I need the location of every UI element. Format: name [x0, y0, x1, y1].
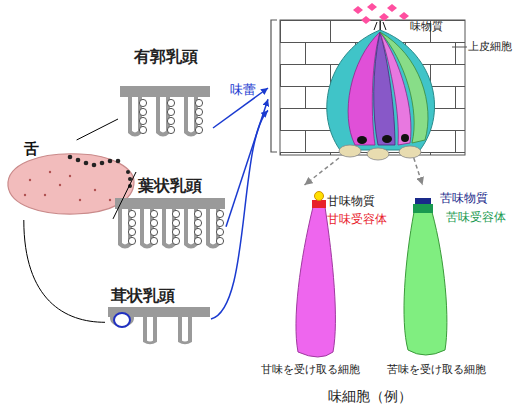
node-label: 有郭乳頭: [118, 47, 213, 66]
connector: [211, 110, 268, 319]
bracket: [271, 20, 277, 152]
taste-bud-box: 味蕾: [268, 18, 465, 158]
figure-caption: 味細胞（例）: [305, 388, 435, 405]
papilla-dots: [68, 155, 132, 188]
papilla-box: 有郭乳頭: [118, 47, 213, 137]
annotation-label: 味物質: [410, 20, 443, 33]
taste-substance-diamonds: [353, 3, 409, 24]
leader-line: [452, 47, 467, 48]
epithelium: [280, 20, 465, 155]
node-label: 苦味を受け取る細胞: [380, 363, 492, 376]
fungiform-drawing: [108, 307, 210, 343]
connector: [77, 119, 118, 140]
taste-bud-drawing: [271, 3, 467, 160]
annotation-label: 上皮細胞: [468, 40, 512, 53]
connector: [113, 172, 136, 219]
annotation-label: 苦味受容体: [446, 210, 506, 224]
connector: [226, 99, 268, 227]
papilla-box: 葉状乳頭: [113, 176, 226, 254]
taste-bud-circle: [114, 313, 130, 327]
fungiform-dots: [24, 171, 111, 201]
annotation-label: 苦味物質: [440, 191, 488, 205]
connector: [24, 220, 105, 322]
node-label: 茸状乳頭: [111, 286, 175, 305]
connector: [414, 158, 423, 185]
foliate-drawing: [115, 198, 225, 247]
node-label: 味蕾: [230, 82, 256, 98]
annotation-label: 甘味受容体: [327, 212, 387, 226]
node-label: 甘味を受け取る細胞: [255, 363, 365, 376]
annotation-label: 甘味物質: [327, 194, 375, 208]
circumvallate-drawing: [120, 86, 210, 135]
connector: [305, 158, 339, 185]
tongue: 舌: [4, 140, 136, 220]
node-label: 舌: [24, 140, 39, 158]
bitter-cell-drawing: [404, 198, 447, 355]
papilla-box: 茸状乳頭: [105, 286, 211, 352]
node-label: 葉状乳頭: [113, 176, 226, 195]
